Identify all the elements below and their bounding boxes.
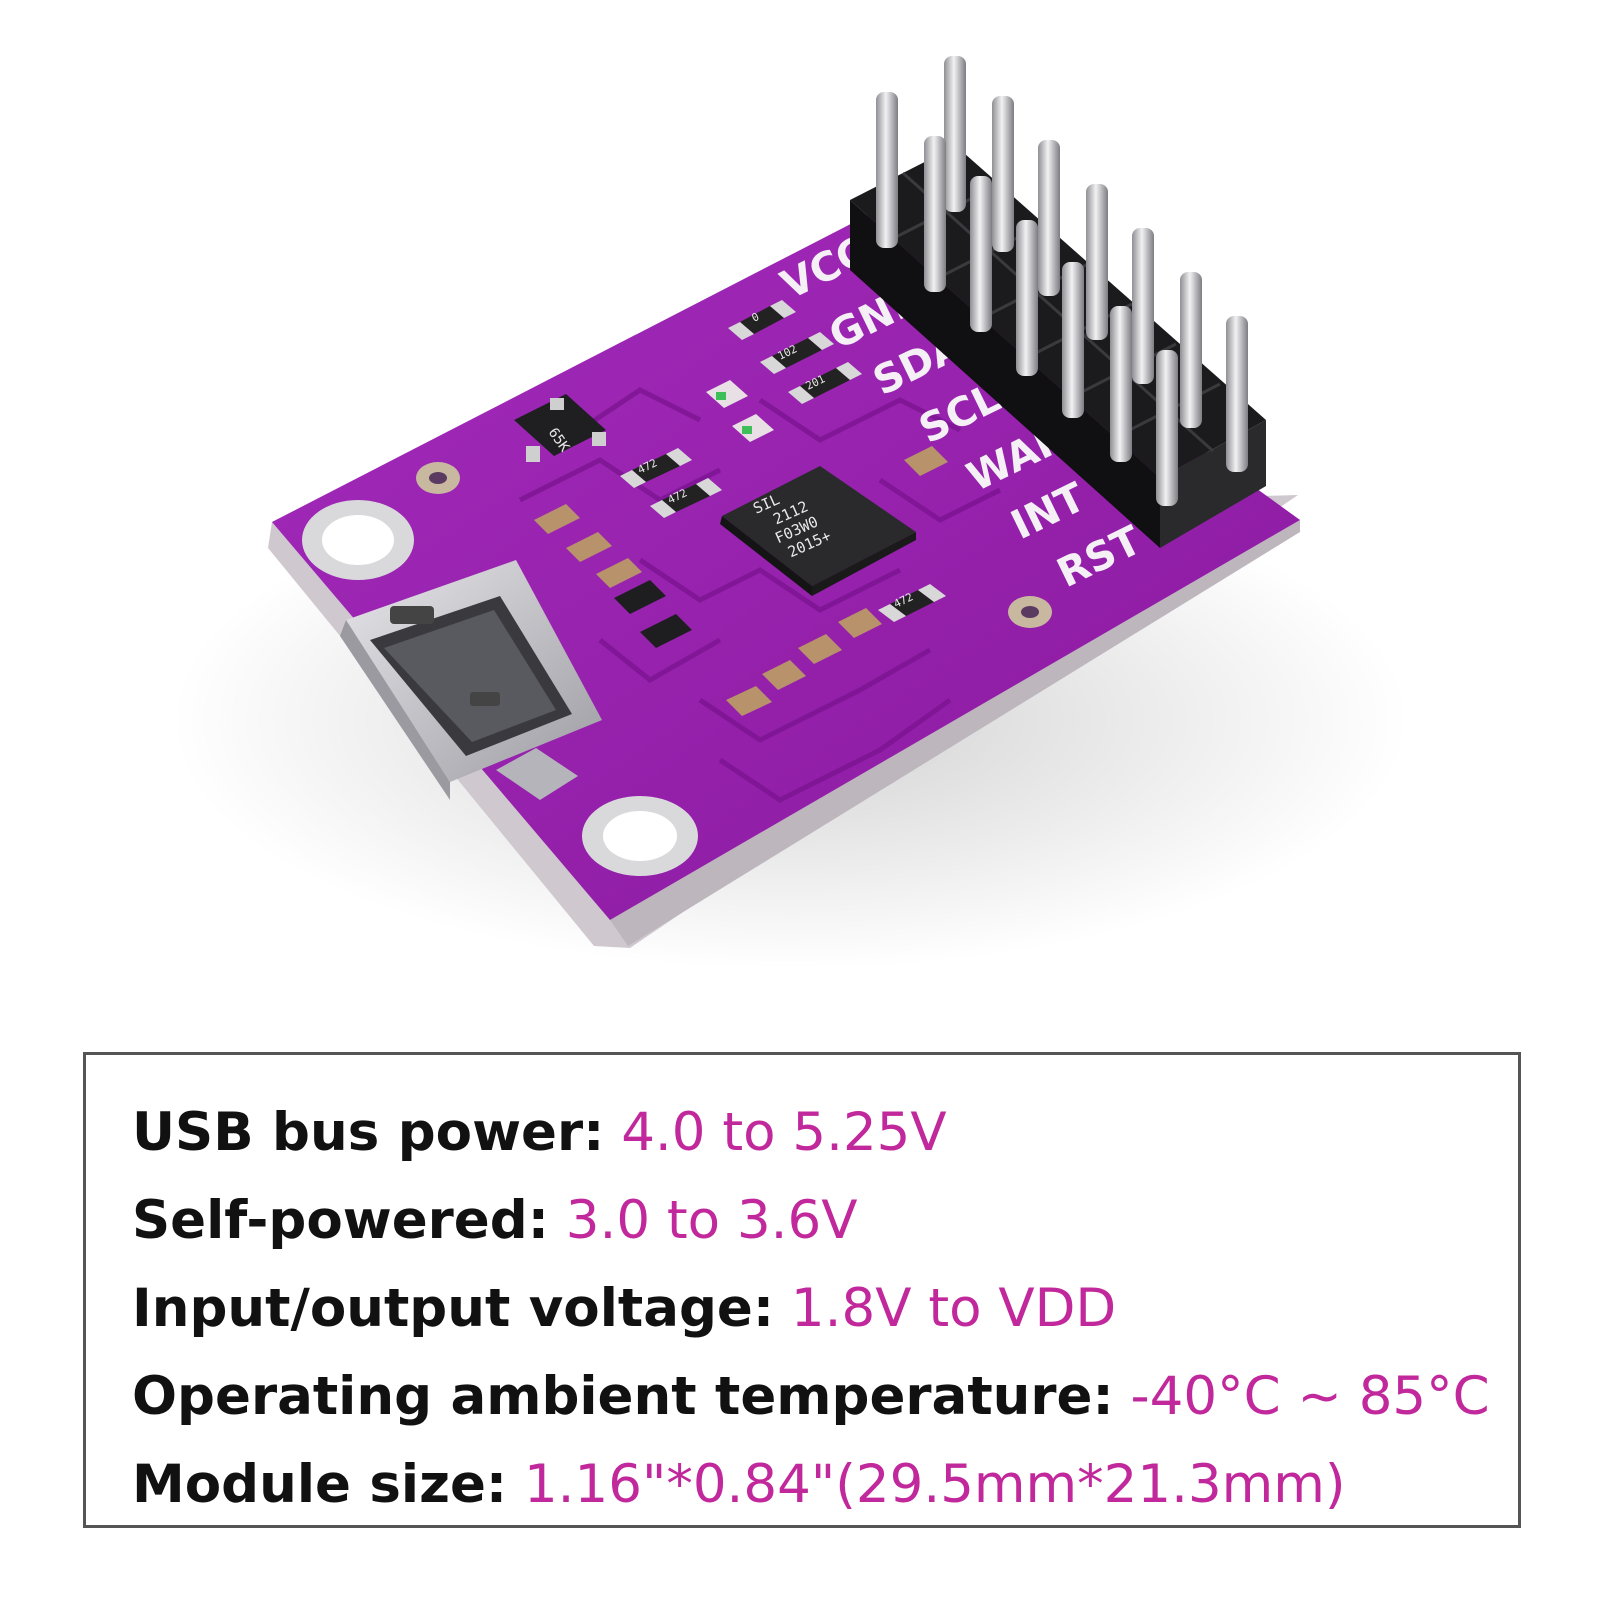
via-pad-right	[1008, 596, 1052, 628]
diodes	[614, 580, 692, 648]
resistor-r6: 472	[878, 584, 946, 622]
resistor-r2: 102	[760, 332, 834, 374]
product-photo: SIL 2112 F03W0 2015+ 0 102 201	[170, 56, 1410, 970]
spec-row-usb-bus-power: USB bus power: 4.0 to 5.25V	[132, 1089, 1518, 1177]
spec-row-self-powered: Self-powered: 3.0 to 3.6V	[132, 1177, 1518, 1265]
spec-row-io-voltage: Input/output voltage: 1.8V to VDD	[132, 1265, 1518, 1353]
via-pad-left	[416, 462, 460, 494]
spec-row-module-size: Module size: 1.16"*0.84"(29.5mm*21.3mm)	[132, 1441, 1518, 1529]
spec-label: Input/output voltage:	[132, 1278, 775, 1339]
spec-label: Module size:	[132, 1454, 508, 1515]
header-pins	[876, 56, 1248, 506]
spec-value: 1.8V to VDD	[790, 1278, 1117, 1339]
resistor-r1-marking: 0	[750, 310, 762, 325]
transistor: 65K	[514, 394, 606, 462]
spec-value: -40°C ~ 85°C	[1130, 1366, 1490, 1427]
pcb-board: SIL 2112 F03W0 2015+ 0 102 201	[268, 56, 1300, 948]
mounting-hole-left	[302, 500, 414, 580]
spec-label: USB bus power:	[132, 1102, 605, 1163]
mounting-hole-bottom	[582, 796, 698, 876]
spec-value: 3.0 to 3.6V	[565, 1190, 858, 1251]
spec-box: USB bus power: 4.0 to 5.25V Self-powered…	[83, 1052, 1521, 1528]
capacitors	[534, 446, 948, 716]
resistor-r4: 472	[620, 448, 692, 488]
main-chip: SIL 2112 F03W0 2015+	[720, 466, 916, 596]
micro-usb-connector[interactable]	[340, 560, 602, 800]
spec-value: 1.16"*0.84"(29.5mm*21.3mm)	[523, 1454, 1346, 1515]
resistor-r5: 472	[650, 478, 722, 518]
led-2	[732, 414, 774, 442]
spec-label: Self-powered:	[132, 1190, 549, 1251]
resistor-r1: 0	[728, 300, 796, 340]
led-1	[706, 380, 748, 408]
resistor-r3: 201	[788, 362, 862, 404]
spec-label: Operating ambient temperature:	[132, 1366, 1114, 1427]
spec-value: 4.0 to 5.25V	[621, 1102, 947, 1163]
spec-row-temperature: Operating ambient temperature: -40°C ~ 8…	[132, 1353, 1518, 1441]
